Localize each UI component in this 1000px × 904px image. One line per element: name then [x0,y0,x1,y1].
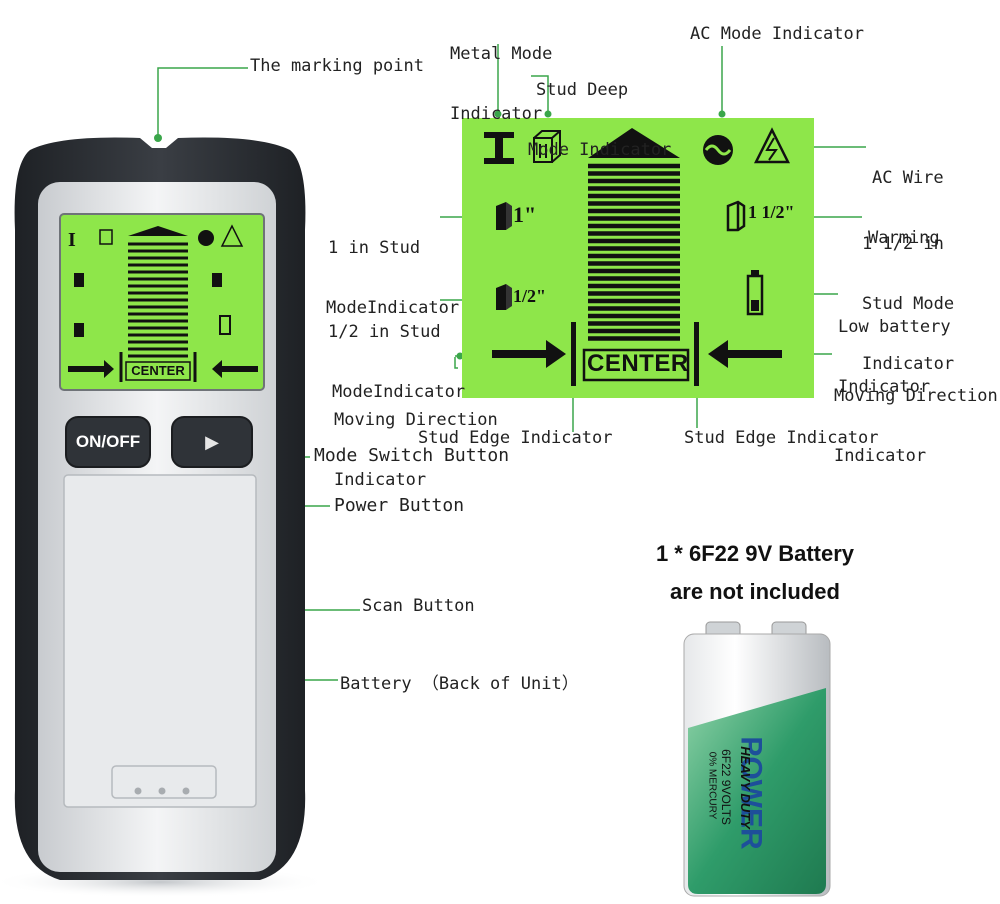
battery-sub2: 6F22 9VOLTS [718,749,733,825]
label-ac-wire-line2: Warming [868,228,940,248]
label-low-battery-line2: Indicator [838,377,931,397]
label-moving-left-line1: Moving Direction [334,410,498,430]
lcd-half-text: 1/2" [513,286,546,306]
label-moving-dir-right: Moving Direction Indicator [834,346,998,486]
label-moving-dir-left: Moving Direction Indicator [334,370,498,510]
label-metal-mode: Metal Mode Indicator [450,4,552,144]
battery-brand-label: POWER HEAVY DUTY 6F22 9VOLTS 0% MERCURY [706,690,786,890]
battery-note-line2: are not included [670,579,840,604]
label-metal-mode-line1: Metal Mode [450,44,553,64]
label-stud-edge-right: Stud Edge Indicator [684,428,879,448]
label-half-in-stud: 1/2 in Stud ModeIndicator [328,282,465,422]
battery-sub1: HEAVY DUTY [737,746,753,829]
battery-sub3: 0% MERCURY [706,751,718,820]
label-scan-button: Scan Button [362,596,475,616]
label-1half-line2: Stud Mode [862,294,955,314]
label-low-battery-line1: Low battery [838,317,951,337]
battery-note-line1: 1 * 6F22 9V Battery [655,541,855,566]
label-mode-switch: Mode Switch Button [314,445,510,466]
label-marking-point: The marking point [250,56,424,76]
label-stud-deep-line1: Stud Deep [536,80,629,100]
label-half-stud-line2: ModeIndicator [332,382,466,402]
label-1half-line3: Indicator [862,354,955,374]
label-moving-right-line2: Indicator [834,446,927,466]
mode-switch-button[interactable]: ▶ [172,417,252,467]
label-ac-wire: AC Wire Warming [868,128,944,268]
label-power-button: Power Button [334,495,465,516]
lcd-detail [462,118,814,398]
label-1in-stud-line1: 1 in Stud [328,238,421,258]
lcd-1half-text: 1 1/2" [748,202,795,222]
onoff-button[interactable]: ON/OFF [66,417,150,467]
label-stud-deep: Stud Deep Mode Indicator [528,40,671,180]
label-battery-back: Battery （Back of Unit） [340,674,579,694]
play-icon: ▶ [205,431,219,453]
label-half-stud-line1: 1/2 in Stud [328,322,441,342]
stud-finder-device: I [0,137,320,898]
label-moving-left-line2: Indicator [334,470,427,490]
svg-text:I: I [68,229,76,251]
lcd-center-label: CENTER [587,350,689,377]
lcd-1in-text: 1" [513,202,537,227]
onoff-button-label: ON/OFF [75,432,141,451]
label-stud-deep-line2: Mode Indicator [528,140,672,160]
battery-note: 1 * 6F22 9V Battery are not included [600,535,910,611]
label-1in-stud-line2: ModeIndicator [326,298,460,318]
label-1half-in: 1 1/2 in Stud Mode Indicator [862,194,954,394]
label-ac-wire-line1: AC Wire [872,168,944,188]
device-center-label: CENTER [131,363,185,378]
label-1half-line1: 1 1/2 in [862,234,944,254]
battery-9v-image [683,621,831,897]
label-stud-edge-left: Stud Edge Indicator [418,428,613,448]
label-1in-stud: 1 in Stud ModeIndicator [326,198,459,338]
label-moving-right-line1: Moving Direction [834,386,998,406]
label-ac-mode: AC Mode Indicator [690,24,864,44]
label-low-battery: Low battery Indicator [838,277,951,417]
label-metal-mode-line2: Indicator [450,104,543,124]
